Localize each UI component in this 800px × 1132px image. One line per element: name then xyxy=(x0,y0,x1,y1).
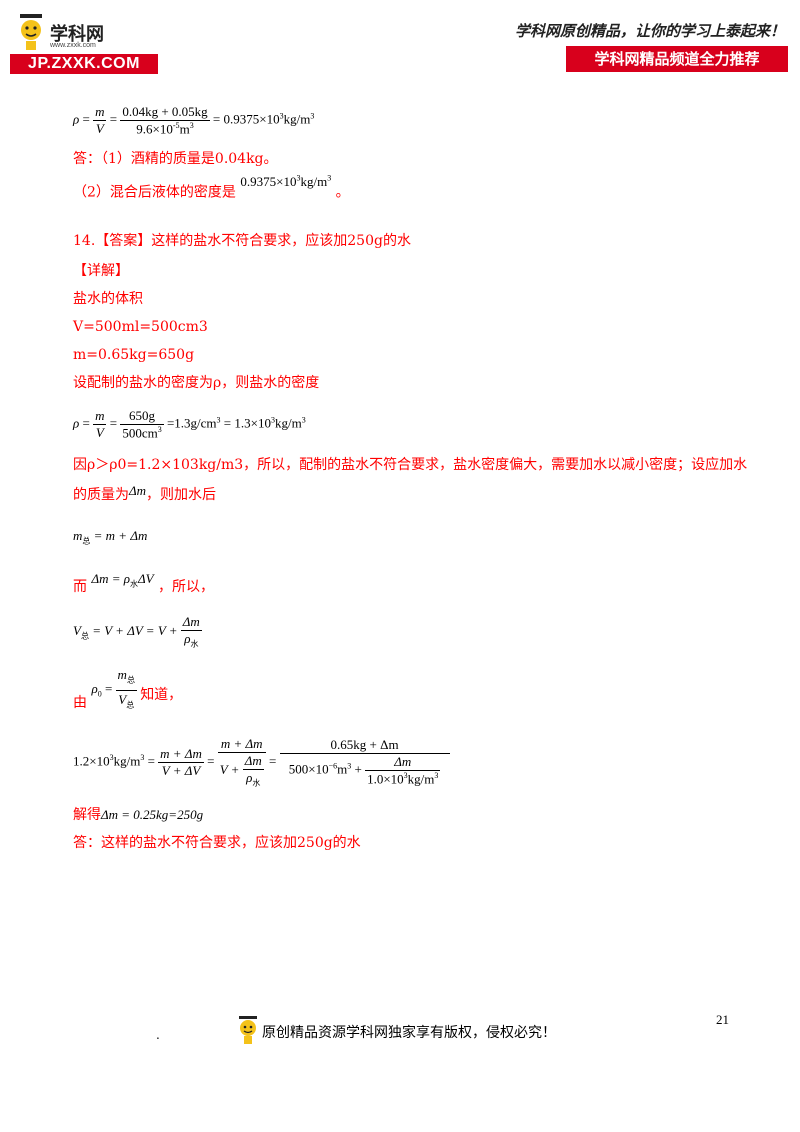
line-volume-heading: 盐水的体积 xyxy=(73,291,143,307)
final-answer: 答：这样的盐水不符合要求，应该加250g的水 xyxy=(73,835,361,851)
equation-total-mass: m总 = m + Δm xyxy=(73,528,148,546)
header-banner: 学科网精品频道全力推荐 xyxy=(566,46,788,72)
logo-domain: JP.ZXXK.COM xyxy=(10,54,158,74)
site-logo xyxy=(16,14,46,52)
line-comparison: 因ρ＞ρ0=1.2×103kg/m3，所以，配制的盐水不符合要求，盐水密度偏大，… xyxy=(73,457,748,473)
footer-mascot-icon xyxy=(236,1016,260,1050)
line-result: 解得Δm = 0.25kg=250g xyxy=(73,807,204,823)
logo-name: 学科网 xyxy=(50,24,104,45)
mascot-icon xyxy=(20,14,42,50)
line-density-setup: 设配制的盐水的密度为ρ，则盐水的密度 xyxy=(73,375,320,391)
line-delta-mass: 而 Δm = ρ水ΔV ，所以， xyxy=(73,571,215,595)
line-mass: m=0.65kg=650g xyxy=(73,347,195,363)
page-number: 21 xyxy=(716,1012,729,1027)
detail-heading: 【详解】 xyxy=(73,263,129,279)
answer-2: （2）混合后液体的密度是 0.9375×103kg/m3 。 xyxy=(73,174,350,201)
copyright-notice: 原创精品资源学科网独家享有版权，侵权必究！ xyxy=(262,1025,556,1041)
line-water-mass: 的质量为Δm，则加水后 xyxy=(73,483,217,503)
question-14-answer: 14.【答案】这样的盐水不符合要求，应该加250g的水 xyxy=(73,233,411,249)
line-volume: V=500ml=500cm3 xyxy=(73,319,208,335)
logo-url: www.zxxk.com xyxy=(50,42,96,49)
header-slogan: 学科网原创精品，让你的学习上泰起来！ xyxy=(515,22,786,40)
answer-1: 答：（1）酒精的质量是0.04kg。 xyxy=(73,151,278,167)
footer-dot: . xyxy=(156,1028,160,1042)
